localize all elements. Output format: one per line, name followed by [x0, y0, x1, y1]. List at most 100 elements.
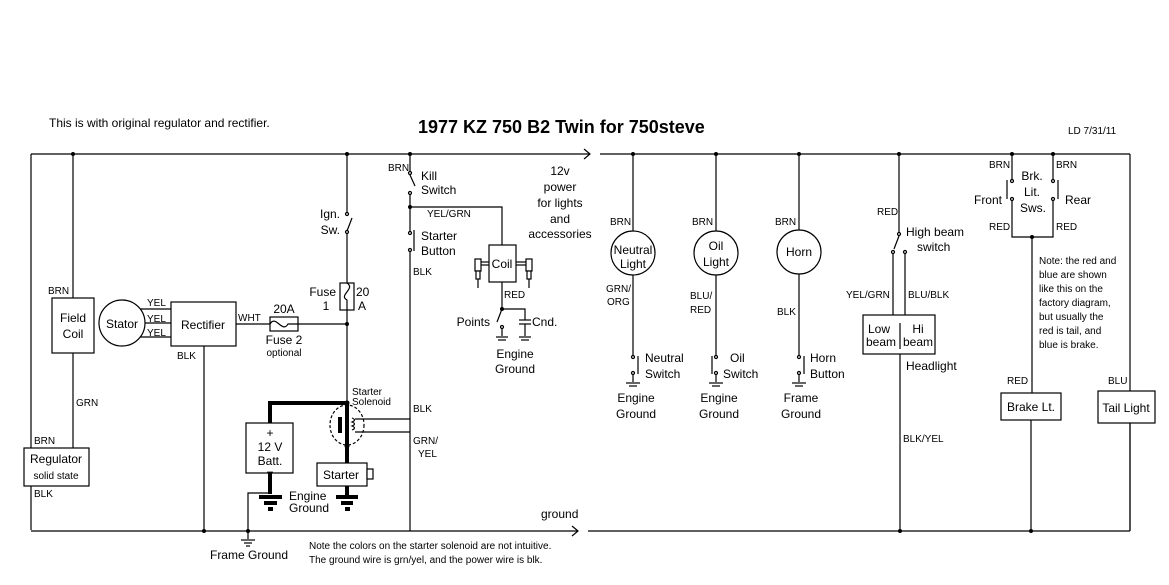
svg-text:Regulator: Regulator [30, 452, 82, 466]
battery-ground-icon [259, 495, 282, 511]
svg-text:Ground: Ground [616, 407, 656, 421]
svg-text:YEL: YEL [147, 298, 166, 309]
svg-text:Kill: Kill [421, 169, 437, 183]
power-rail-label: 12v power for lights and accessories [528, 164, 591, 241]
svg-text:Neutral: Neutral [614, 243, 653, 257]
svg-text:Frame: Frame [784, 391, 819, 405]
ignition-coil [488, 244, 517, 283]
svg-text:power: power [544, 180, 577, 194]
horn-circuit: BRN Horn BLK Horn Button Frame Ground [775, 152, 845, 421]
svg-text:factory diagram,: factory diagram, [1039, 298, 1111, 309]
svg-text:GRN/: GRN/ [606, 284, 631, 295]
svg-text:Tail Light: Tail Light [1102, 401, 1150, 415]
svg-text:Switch: Switch [421, 183, 456, 197]
svg-text:Note the colors on the starter: Note the colors on the starter solenoid … [309, 541, 551, 552]
svg-text:WHT: WHT [238, 313, 261, 324]
svg-text:red is tail, and: red is tail, and [1039, 326, 1101, 337]
svg-text:Switch: Switch [723, 367, 758, 381]
top-left-note: This is with original regulator and rect… [49, 116, 270, 130]
svg-text:YEL: YEL [418, 449, 437, 460]
svg-text:Field: Field [60, 311, 86, 325]
svg-text:RED: RED [877, 207, 898, 218]
spark-plug-left-icon [474, 258, 489, 288]
svg-text:20A: 20A [273, 302, 294, 316]
svg-text:YEL/GRN: YEL/GRN [846, 290, 890, 301]
svg-text:Brk.: Brk. [1021, 169, 1042, 183]
svg-text:Hi: Hi [912, 322, 923, 336]
svg-text:Lit.: Lit. [1024, 185, 1040, 199]
svg-text:Ground: Ground [781, 407, 821, 421]
svg-text:Horn: Horn [810, 351, 836, 365]
kill-switch[interactable] [407, 170, 416, 196]
brake-light-switches: BRN BRN Brk. Lit. Sws. Front Rear RED RE… [974, 152, 1091, 393]
ignition-switch[interactable] [344, 211, 353, 235]
svg-text:GRN/: GRN/ [413, 436, 438, 447]
svg-text:Oil: Oil [730, 351, 745, 365]
svg-text:Engine: Engine [496, 347, 534, 361]
svg-text:Low: Low [868, 322, 890, 336]
svg-text:BLK: BLK [777, 307, 796, 318]
svg-text:and: and [550, 212, 570, 226]
svg-text:optional: optional [266, 348, 301, 359]
svg-text:beam: beam [866, 335, 896, 349]
svg-text:Solenoid: Solenoid [352, 397, 391, 408]
svg-text:RED: RED [1056, 222, 1077, 233]
svg-text:blue is brake.: blue is brake. [1039, 340, 1098, 351]
svg-text:Front: Front [974, 193, 1003, 207]
svg-text:accessories: accessories [528, 227, 591, 241]
svg-text:BRN: BRN [692, 217, 713, 228]
svg-text:switch: switch [917, 240, 950, 254]
svg-text:Rectifier: Rectifier [181, 318, 225, 332]
svg-text:GRN: GRN [76, 398, 98, 409]
svg-text:−: − [266, 465, 273, 479]
svg-text:Fuse 2: Fuse 2 [266, 333, 303, 347]
svg-text:like this on the: like this on the [1039, 284, 1103, 295]
svg-text:1: 1 [323, 299, 330, 313]
tail-light [1097, 390, 1156, 424]
svg-text:Oil: Oil [709, 239, 724, 253]
svg-text:Batt.: Batt. [258, 454, 283, 468]
svg-text:Engine: Engine [700, 391, 738, 405]
svg-text:Sw.: Sw. [321, 223, 340, 237]
svg-text:Button: Button [421, 244, 456, 258]
svg-text:Light: Light [703, 255, 730, 269]
svg-text:Horn: Horn [786, 245, 812, 259]
frame-ground-icon [241, 531, 255, 547]
svg-text:BRN: BRN [388, 163, 409, 174]
svg-text:BLK: BLK [413, 404, 432, 415]
svg-text:Points: Points [457, 315, 490, 329]
svg-text:Starter: Starter [421, 229, 457, 243]
svg-text:Engine: Engine [617, 391, 655, 405]
svg-text:High beam: High beam [906, 225, 964, 239]
brake-note: Note: the red and blue are shown like th… [1039, 256, 1116, 351]
diagram-title: 1977 KZ 750 B2 Twin for 750steve [418, 117, 705, 137]
spark-plug-right-icon [516, 258, 533, 288]
headlight-circuit: RED High beam switch YEL/GRN BLU/BLK Low… [846, 152, 964, 533]
svg-text:Engine: Engine [289, 489, 327, 503]
svg-text:Fuse: Fuse [309, 285, 336, 299]
field-coil [51, 297, 95, 354]
svg-text:RED: RED [690, 305, 711, 316]
svg-text:12v: 12v [550, 164, 569, 178]
fuse-2 [269, 316, 299, 332]
svg-text:12 V: 12 V [258, 440, 283, 454]
svg-text:BLK: BLK [34, 489, 53, 500]
svg-text:BRN: BRN [775, 217, 796, 228]
svg-text:BLK: BLK [413, 267, 432, 278]
svg-text:Ign.: Ign. [320, 207, 340, 221]
ground-rail-label: ground [541, 507, 578, 521]
starter-button[interactable] [407, 230, 415, 253]
svg-text:BLU: BLU [1108, 376, 1127, 387]
svg-text:20: 20 [356, 285, 370, 299]
svg-text:Switch: Switch [645, 367, 680, 381]
svg-text:Light: Light [620, 257, 647, 271]
svg-text:BRN: BRN [34, 436, 55, 447]
svg-text:Coil: Coil [63, 327, 84, 341]
svg-text:Ground: Ground [699, 407, 739, 421]
svg-text:Rear: Rear [1065, 193, 1091, 207]
svg-text:BLK/YEL: BLK/YEL [903, 434, 944, 445]
condenser-icon [519, 319, 531, 341]
svg-text:BRN: BRN [1056, 160, 1077, 171]
svg-text:but usually the: but usually the [1039, 312, 1104, 323]
svg-text:BLK: BLK [177, 351, 196, 362]
